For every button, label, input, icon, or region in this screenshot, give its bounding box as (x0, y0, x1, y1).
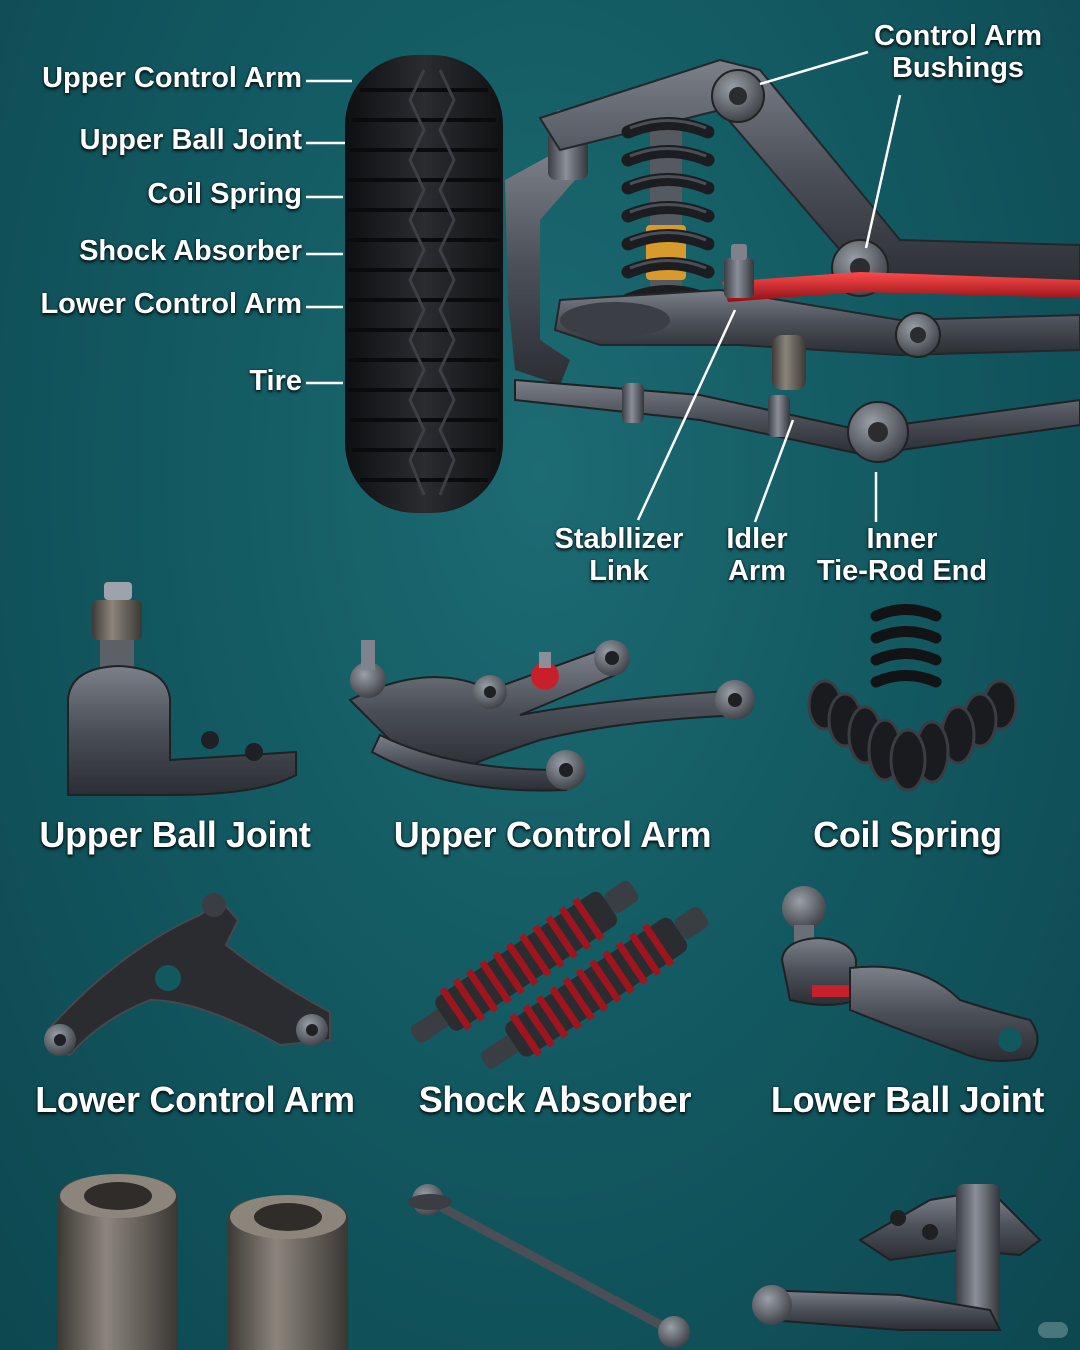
label-stabilizer-link: Stabllizer Link (545, 523, 693, 588)
tie-rod-illustration (514, 335, 1080, 463)
label-shock-absorber: Shock Absorber (79, 235, 302, 267)
stabilizer-link-illustration (722, 244, 1080, 302)
lower-arm-illustration (553, 288, 1080, 358)
label-coil-spring: Coil Spring (147, 178, 302, 210)
stabilizer-link-part-illustration (408, 1184, 690, 1348)
label-control-arm-bushings: Control Arm Bushings (866, 20, 1050, 85)
coil-spring-part-illustration (807, 604, 1018, 792)
coil-spring-illustration (621, 117, 715, 307)
idler-arm-part-illustration (752, 1184, 1042, 1331)
label-inner-tie-rod-end-line1: Inner (866, 523, 938, 555)
right-leader-lines (636, 50, 902, 523)
part-label-coil-spring: Coil Spring (813, 814, 1002, 855)
watermark-badge (1038, 1322, 1068, 1338)
lower-control-arm-illustration (44, 893, 331, 1057)
label-stabilizer-link-line2: Link (589, 555, 649, 588)
label-control-arm-bushings-line2: Bushings (891, 52, 1025, 85)
part-label-lower-ball-joint: Lower Ball Joint (770, 1079, 1045, 1120)
part-label-lower-control-arm: Lower Control Arm (35, 1079, 355, 1120)
tire-illustration (345, 55, 503, 513)
label-lower-control-arm: Lower Control Arm (40, 288, 302, 320)
label-idler-arm: Idler Arm (712, 523, 802, 588)
label-control-arm-bushings-line1: Control Arm (873, 20, 1043, 52)
upper-ball-joint-illustration (67, 582, 297, 796)
label-stabilizer-link-line1: Stabllizer (554, 523, 684, 555)
knuckle-illustration (505, 110, 588, 385)
shock-absorber-illustration (410, 880, 709, 1069)
label-tire: Tire (249, 365, 302, 397)
label-inner-tie-rod-end-line2: Tie-Rod End (816, 555, 988, 588)
upper-control-arm-illustration (348, 640, 755, 792)
upper-arm-illustration (538, 58, 1080, 297)
label-upper-control-arm: Upper Control Arm (42, 62, 302, 94)
label-inner-tie-rod-end: Inner Tie-Rod End (806, 523, 998, 588)
part-label-upper-control-arm: Upper Control Arm (393, 814, 712, 855)
label-upper-ball-joint: Upper Ball Joint (79, 124, 302, 156)
lower-ball-joint-illustration (780, 886, 1039, 1062)
bushing-illustration (58, 1174, 348, 1350)
part-label-upper-ball-joint: Upper Ball Joint (39, 814, 311, 855)
label-idler-arm-line1: Idler (726, 523, 788, 555)
left-leader-lines (306, 79, 352, 385)
part-label-shock-absorber: Shock Absorber (418, 1079, 692, 1120)
label-idler-arm-line2: Arm (727, 555, 786, 588)
